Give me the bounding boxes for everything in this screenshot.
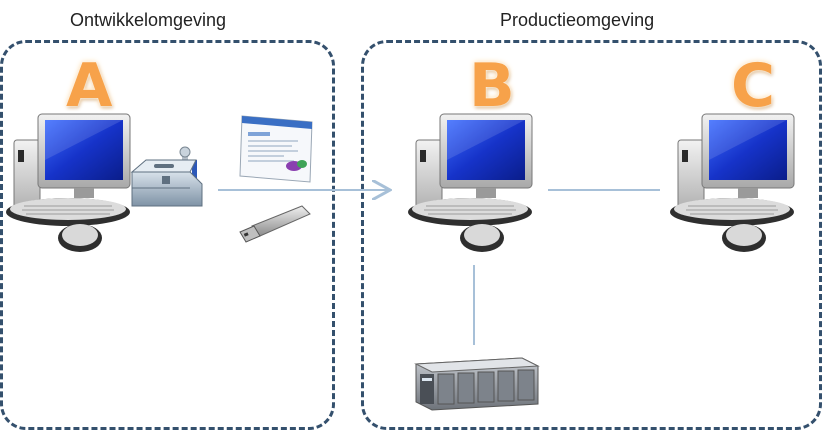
node-c-letter: C bbox=[731, 51, 776, 121]
dev-environment-box bbox=[0, 40, 335, 430]
usb-stick-icon bbox=[239, 205, 311, 243]
computer-a-icon bbox=[6, 113, 131, 252]
node-b-letter: B bbox=[469, 51, 515, 121]
dev-environment-title: Ontwikkelomgeving bbox=[70, 10, 227, 30]
plc-controller-icon bbox=[414, 357, 540, 411]
prod-environment-box bbox=[361, 40, 822, 430]
toolbox-icon bbox=[130, 146, 203, 207]
node-a-letter: A bbox=[66, 51, 113, 121]
prod-environment-title: Productieomgeving bbox=[500, 10, 655, 30]
computer-b-icon bbox=[408, 113, 533, 252]
computer-c-icon bbox=[670, 113, 795, 252]
document-window-icon bbox=[239, 115, 313, 183]
